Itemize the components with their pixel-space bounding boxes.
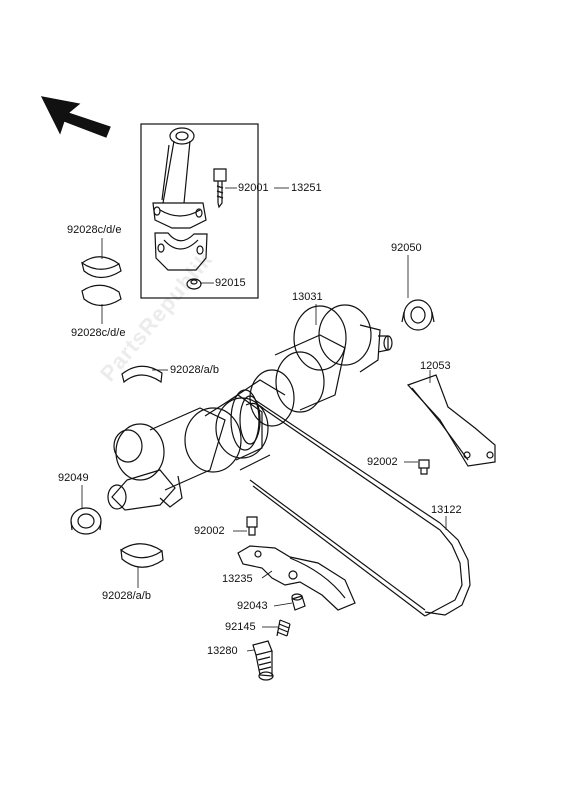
label-92015: 92015 xyxy=(215,277,246,289)
label-13280: 13280 xyxy=(207,645,238,657)
tensioner-pin xyxy=(291,593,306,611)
label-92002-left: 92002 xyxy=(194,525,225,537)
label-92043: 92043 xyxy=(237,600,268,612)
label-92145: 92145 xyxy=(225,621,256,633)
leader-lines xyxy=(81,187,447,652)
label-13031: 13031 xyxy=(292,291,323,303)
label-13251: 13251 xyxy=(291,182,322,194)
bolt-right xyxy=(418,459,430,475)
label-12053: 12053 xyxy=(420,360,451,372)
connecting-rod-cap xyxy=(154,232,208,271)
label-13122: 13122 xyxy=(431,504,462,516)
label-92028cde-top: 92028c/d/e xyxy=(67,224,122,236)
oil-seal-left xyxy=(70,507,102,535)
crankshaft xyxy=(107,304,393,511)
label-92028cde-bottom: 92028c/d/e xyxy=(71,327,126,339)
main-bearing-upper xyxy=(121,365,163,384)
bearing-shell-lower xyxy=(81,284,122,307)
label-92049: 92049 xyxy=(58,472,89,484)
cam-chain xyxy=(249,399,471,617)
connecting-rod-box xyxy=(140,123,259,299)
bearing-shell-upper xyxy=(81,256,122,279)
direction-arrow-icon xyxy=(40,96,111,138)
rod-nut xyxy=(186,278,202,290)
label-92001: 92001 xyxy=(238,182,269,194)
oil-seal-right xyxy=(401,299,435,331)
chain-guide-bracket xyxy=(406,374,496,467)
label-13235: 13235 xyxy=(222,573,253,585)
cam-chain-sprocket xyxy=(230,389,261,451)
label-92002-right: 92002 xyxy=(367,456,398,468)
chain-tensioner-arm xyxy=(237,545,356,611)
bolt-left xyxy=(246,516,258,536)
main-bearing-lower xyxy=(120,543,164,568)
label-92028ab-top: 92028/a/b xyxy=(170,364,219,376)
label-92028ab-bottom: 92028/a/b xyxy=(102,590,151,602)
connecting-rod xyxy=(152,127,207,229)
tensioner-plug xyxy=(252,640,274,681)
rod-bolt xyxy=(213,168,227,209)
label-92050: 92050 xyxy=(391,242,422,254)
tensioner-spring xyxy=(276,619,291,637)
